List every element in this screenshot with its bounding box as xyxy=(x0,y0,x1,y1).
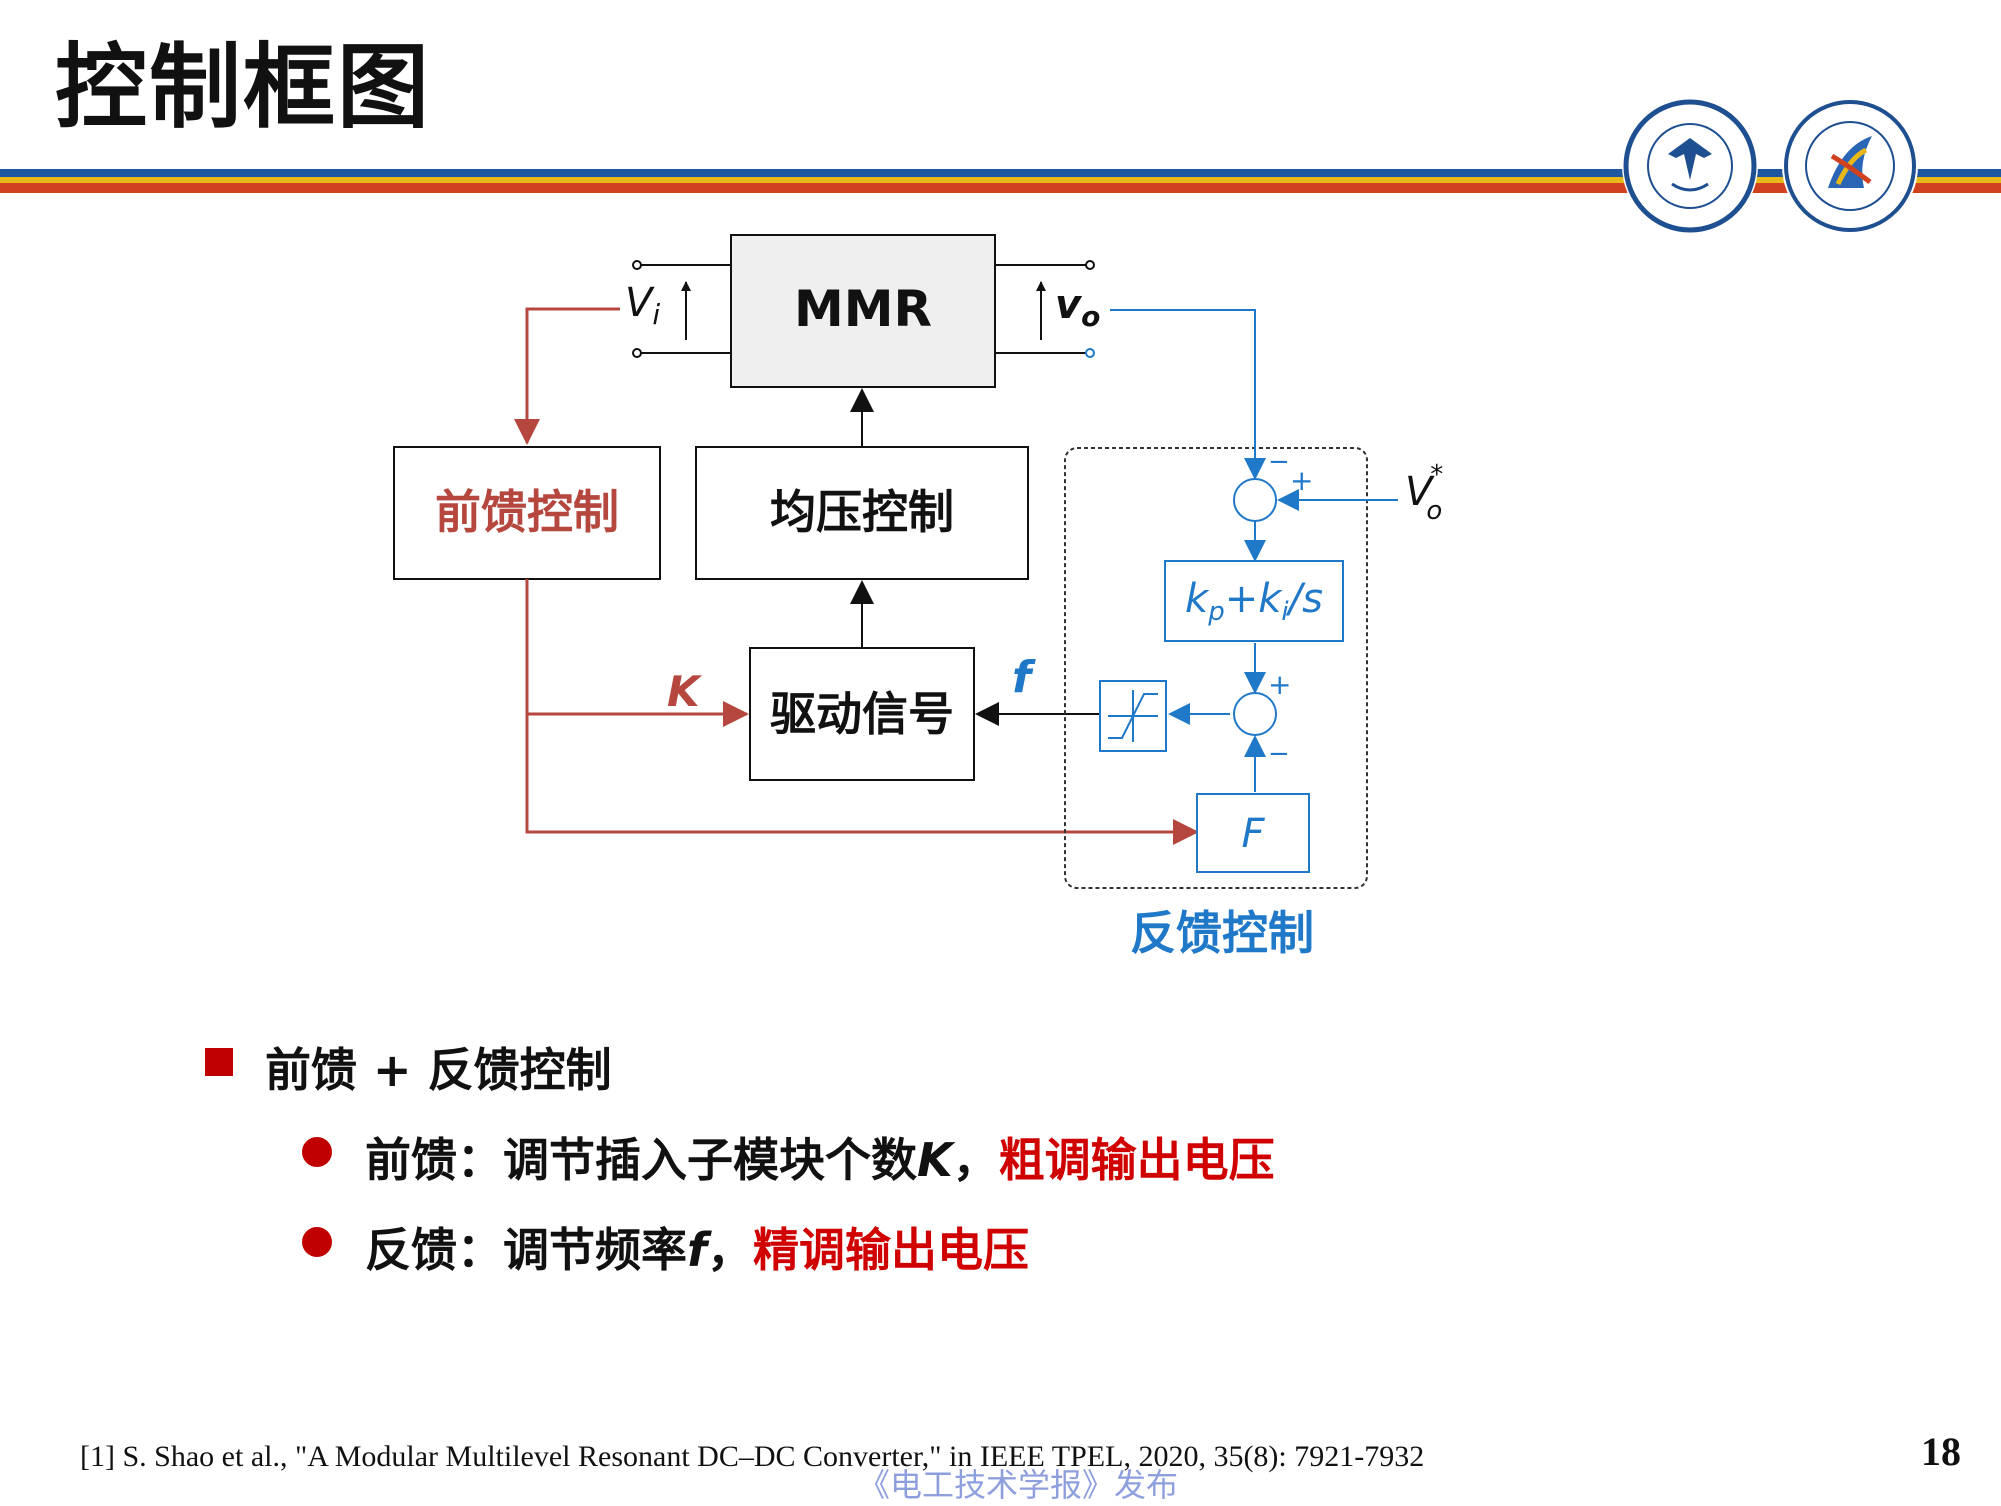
bullet-fb-prefix: 反馈：调节频率 xyxy=(365,1223,687,1277)
bullet-fb-sep: ， xyxy=(707,1223,754,1277)
feedback-label: 反馈控制 xyxy=(1130,906,1314,960)
watermark: 《电工技术学报》发布 xyxy=(858,1466,1179,1504)
page-number: 18 xyxy=(1921,1429,1961,1474)
vref-label: Vo* xyxy=(1405,460,1443,526)
square-bullet-icon xyxy=(205,1048,233,1076)
college-logo-icon xyxy=(1780,96,1920,236)
drive-signal-label: 驱动信号 xyxy=(770,687,954,741)
bullet-ff-sep: ， xyxy=(952,1133,999,1187)
black-arrows xyxy=(850,388,1100,726)
dot-bullet-icon xyxy=(302,1227,332,1257)
limiter-block xyxy=(1099,680,1167,752)
sign-plus-bottom: + xyxy=(1268,668,1291,701)
page-title: 控制框图 xyxy=(55,34,432,141)
dot-bullet-icon xyxy=(302,1137,332,1167)
balancing-block: 均压控制 xyxy=(695,446,1029,580)
bullet-main-text: 前馈 + 反馈控制 xyxy=(265,1043,612,1097)
output-terminals xyxy=(995,260,1095,358)
sign-minus-top: − xyxy=(1268,447,1290,477)
saturation-icon xyxy=(1108,690,1158,742)
k-label: K xyxy=(667,667,703,716)
university-logo-icon xyxy=(1620,96,1760,236)
bullet-ff-highlight: 粗调输出电压 xyxy=(998,1133,1275,1187)
feedforward-block: 前馈控制 xyxy=(393,446,661,580)
vi-label: Vi xyxy=(625,280,660,331)
bullet-fb-var: f xyxy=(687,1223,708,1277)
control-block-diagram: MMR Vi vo 前馈控制 均压控制 驱动信号 xyxy=(393,234,1443,960)
bullet-fb-highlight: 精调输出电压 xyxy=(753,1223,1030,1277)
f-gain-label: F xyxy=(1241,811,1265,857)
summing-junction-top xyxy=(1233,478,1277,522)
pi-controller-block: kp+ki/s xyxy=(1164,560,1344,642)
vo-label: vo xyxy=(1055,282,1100,333)
input-terminals xyxy=(632,260,731,358)
bullet-ff-var: K xyxy=(917,1133,953,1187)
feedback-paths xyxy=(1110,309,1398,792)
drive-signal-block: 驱动信号 xyxy=(749,647,975,781)
f-label: f xyxy=(1012,652,1036,703)
reference-citation: [1] S. Shao et al., "A Modular Multileve… xyxy=(80,1440,1425,1473)
sign-minus-bottom: − xyxy=(1268,739,1290,769)
summing-junction-bottom xyxy=(1233,692,1277,736)
feedforward-paths xyxy=(514,307,1199,845)
feedback-region xyxy=(1064,447,1368,889)
feedforward-label: 前馈控制 xyxy=(435,485,619,539)
sign-plus-top: + xyxy=(1290,464,1313,497)
pi-label: kp+ki/s xyxy=(1185,576,1323,627)
bullet-ff-prefix: 前馈：调节插入子模块个数 xyxy=(365,1133,917,1187)
mmr-block: MMR xyxy=(730,234,996,388)
f-gain-block: F xyxy=(1196,793,1310,873)
balancing-label: 均压控制 xyxy=(770,485,954,539)
mmr-label: MMR xyxy=(794,280,932,338)
